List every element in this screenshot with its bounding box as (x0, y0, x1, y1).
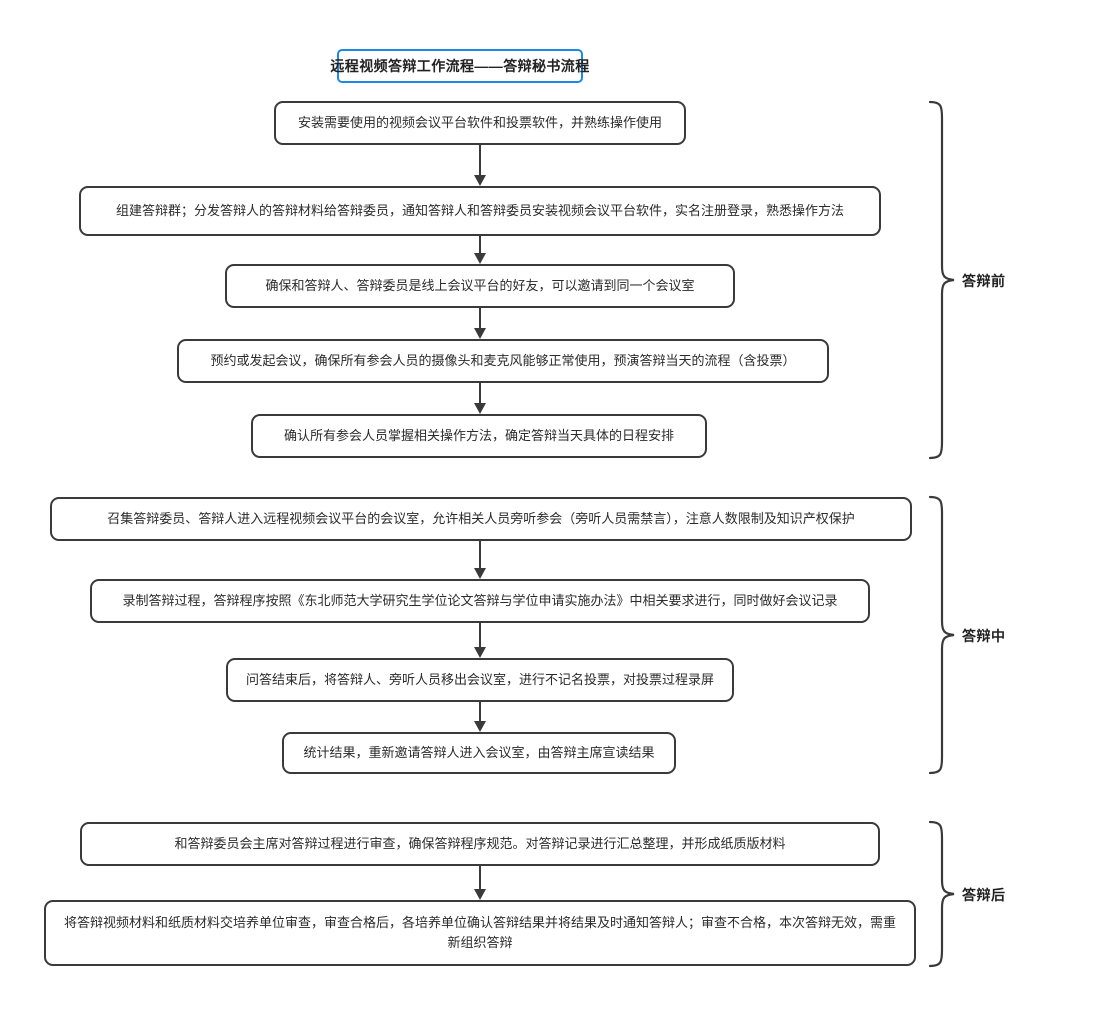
process-node-9: 统计结果，重新邀请答辩人进入会议室，由答辩主席宣读结果 (282, 732, 676, 774)
process-node-4: 预约或发起会议，确保所有参会人员的摄像头和麦克风能够正常使用，预演答辩当天的流程… (177, 339, 829, 383)
phase-label-1: 答辩前 (962, 271, 1006, 291)
phase-label-3: 答辩后 (962, 885, 1006, 905)
brace-2-shape (928, 495, 955, 775)
arrow-3-to-4 (473, 308, 487, 339)
process-node-5: 确认所有参会人员掌握相关操作方法，确定答辩当天具体的日程安排 (251, 414, 707, 458)
phase-label-2-text: 答辩中 (962, 628, 1006, 644)
brace-1-shape (928, 100, 955, 460)
process-node-7-text: 录制答辩过程，答辩程序按照《东北师范大学研究生学位论文答辩与学位申请实施办法》中… (122, 592, 838, 608)
process-node-11: 将答辩视频材料和纸质材料交培养单位审查，审查合格后，各培养单位确认答辩结果并将结… (44, 900, 916, 966)
arrow-7-to-8 (473, 623, 487, 658)
process-node-2: 组建答辩群；分发答辩人的答辩材料给答辩委员，通知答辩人和答辩委员安装视频会议平台… (79, 186, 881, 236)
arrow-6-to-7 (473, 541, 487, 579)
arrow-1-to-2 (473, 145, 487, 186)
process-node-6: 召集答辩委员、答辩人进入远程视频会议平台的会议室，允许相关人员旁听参会（旁听人员… (50, 497, 912, 541)
arrow-10-to-11 (473, 866, 487, 900)
process-node-2-text: 组建答辩群；分发答辩人的答辩材料给答辩委员，通知答辩人和答辩委员安装视频会议平台… (115, 202, 844, 218)
phase-label-2: 答辩中 (962, 626, 1006, 646)
process-node-8: 问答结束后，将答辩人、旁听人员移出会议室，进行不记名投票，对投票过程录屏 (226, 658, 734, 702)
phase-brace-1 (928, 100, 958, 460)
phase-brace-3 (928, 820, 958, 968)
process-node-3: 确保和答辩人、答辩委员是线上会议平台的好友，可以邀请到同一个会议室 (225, 264, 735, 308)
flowchart-title-box: 远程视频答辩工作流程——答辩秘书流程 (330, 49, 589, 83)
phase-brace-2 (928, 495, 958, 775)
arrow-8-to-9 (473, 702, 487, 732)
arrow-4-to-5 (473, 383, 487, 414)
process-node-4-text: 预约或发起会议，确保所有参会人员的摄像头和麦克风能够正常使用，预演答辩当天的流程… (210, 352, 796, 368)
phase-label-1-text: 答辩前 (962, 273, 1006, 289)
flowchart-title-text: 远程视频答辩工作流程——答辩秘书流程 (330, 58, 590, 74)
brace-3-shape (928, 820, 955, 968)
process-node-1: 安装需要使用的视频会议平台软件和投票软件，并熟练操作使用 (274, 101, 686, 145)
process-node-1-text: 安装需要使用的视频会议平台软件和投票软件，并熟练操作使用 (297, 114, 662, 130)
arrow-2-to-3 (473, 236, 487, 264)
process-node-7: 录制答辩过程，答辩程序按照《东北师范大学研究生学位论文答辩与学位申请实施办法》中… (90, 579, 870, 623)
process-node-5-text: 确认所有参会人员掌握相关操作方法，确定答辩当天具体的日程安排 (283, 427, 674, 443)
process-node-10: 和答辩委员会主席对答辩过程进行审查，确保答辩程序规范。对答辩记录进行汇总整理，并… (80, 822, 880, 866)
process-node-8-text: 问答结束后，将答辩人、旁听人员移出会议室，进行不记名投票，对投票过程录屏 (245, 671, 714, 687)
process-node-9-text: 统计结果，重新邀请答辩人进入会议室，由答辩主席宣读结果 (303, 744, 655, 760)
phase-label-3-text: 答辩后 (962, 887, 1006, 903)
process-node-11-text: 将答辩视频材料和纸质材料交培养单位审查，审查合格后，各培养单位确认答辩结果并将结… (63, 914, 896, 950)
process-node-10-text: 和答辩委员会主席对答辩过程进行审查，确保答辩程序规范。对答辩记录进行汇总整理，并… (174, 835, 786, 851)
process-node-3-text: 确保和答辩人、答辩委员是线上会议平台的好友，可以邀请到同一个会议室 (265, 277, 695, 293)
process-node-6-text: 召集答辩委员、答辩人进入远程视频会议平台的会议室，允许相关人员旁听参会（旁听人员… (107, 510, 855, 526)
